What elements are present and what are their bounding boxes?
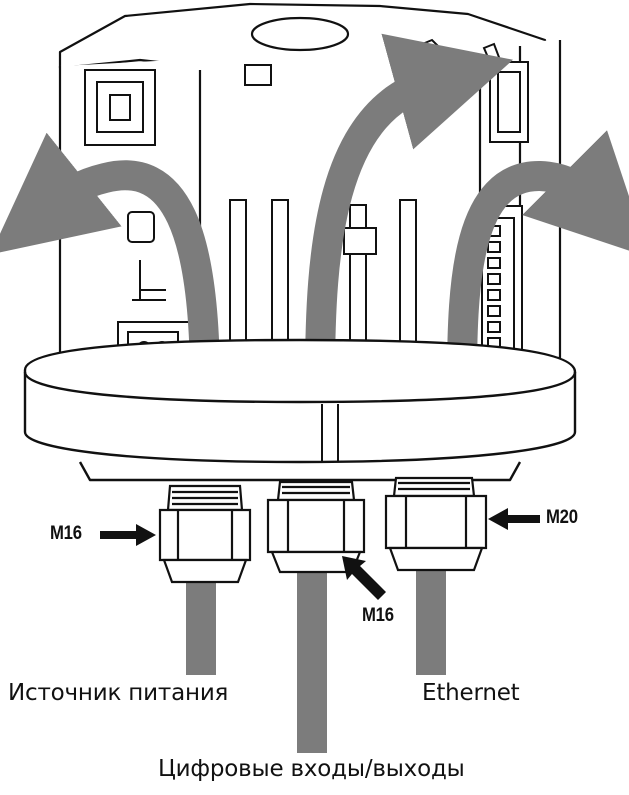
arrow-left xyxy=(0,132,220,386)
pointer-arrows xyxy=(100,508,540,600)
cable-label-power: Источник питания xyxy=(8,680,229,706)
arrow-center xyxy=(305,33,513,381)
gland-left xyxy=(158,484,252,584)
cable-power xyxy=(186,575,216,675)
cables xyxy=(186,565,446,753)
gland-label-left: M16 xyxy=(50,523,82,544)
right-edge-connector xyxy=(489,61,529,143)
pointer-arrow-middle xyxy=(342,556,386,600)
rj-connector xyxy=(84,69,156,146)
pointer-arrow-right xyxy=(488,508,540,530)
gland-label-right: M20 xyxy=(546,507,578,528)
gland-label-middle: M16 xyxy=(362,605,394,626)
airflow-arrows xyxy=(0,33,629,386)
cable-label-digital-io: Цифровые входы/выходы xyxy=(158,756,465,782)
cable-digital-io xyxy=(297,568,327,753)
cable-label-ethernet: Ethernet xyxy=(422,680,520,706)
gland-middle xyxy=(266,480,366,574)
arrow-right xyxy=(447,130,629,381)
gland-right xyxy=(384,476,488,572)
cable-ethernet xyxy=(416,565,446,675)
pointer-arrow-left xyxy=(100,524,156,546)
base-ring xyxy=(23,338,577,482)
